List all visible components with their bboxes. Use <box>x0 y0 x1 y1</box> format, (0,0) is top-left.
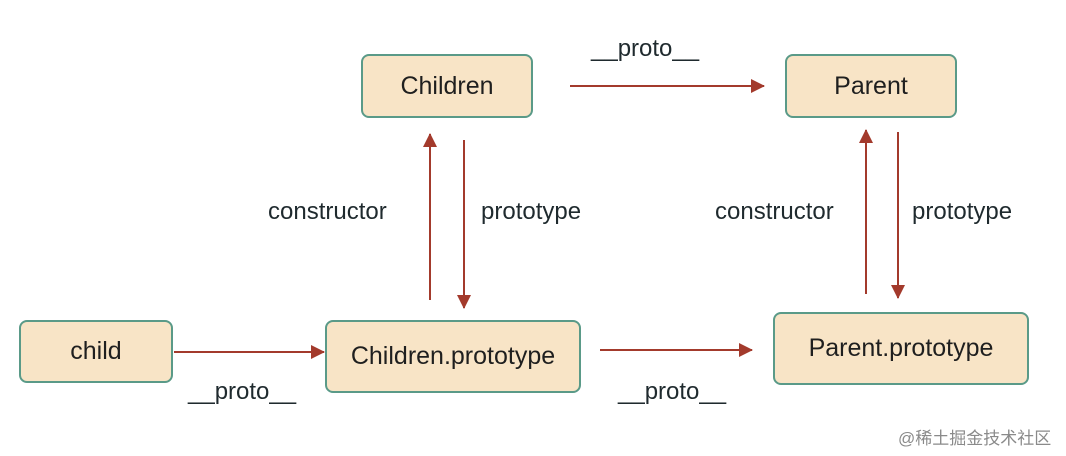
node-child-label: child <box>70 337 122 365</box>
edge-label-children-to-parent: __proto__ <box>591 35 700 62</box>
watermark: @稀土掘金技术社区 <box>898 429 1052 448</box>
node-parent: Parent <box>785 54 957 118</box>
edge-label-children-prototype-to-parent-prototype: __proto__ <box>618 378 727 405</box>
node-parent-label: Parent <box>834 71 908 100</box>
node-parent-prototype-label: Parent.prototype <box>808 334 994 362</box>
node-children: Children <box>361 54 533 118</box>
edge-label-children-to-children-prototype: prototype <box>481 198 582 225</box>
node-children-label: Children <box>400 71 494 100</box>
edge-label-parent-to-parent-prototype: prototype <box>912 198 1013 225</box>
node-children-prototype-label: Children.prototype <box>350 342 556 370</box>
node-child: child <box>19 320 173 383</box>
edge-label-parent-prototype-to-parent: constructor <box>715 198 834 225</box>
edge-label-child-to-children-prototype: __proto__ <box>188 378 297 405</box>
node-children-prototype: Children.prototype <box>325 320 581 393</box>
node-parent-prototype: Parent.prototype <box>773 312 1029 385</box>
edge-label-children-prototype-to-children: constructor <box>268 198 387 225</box>
